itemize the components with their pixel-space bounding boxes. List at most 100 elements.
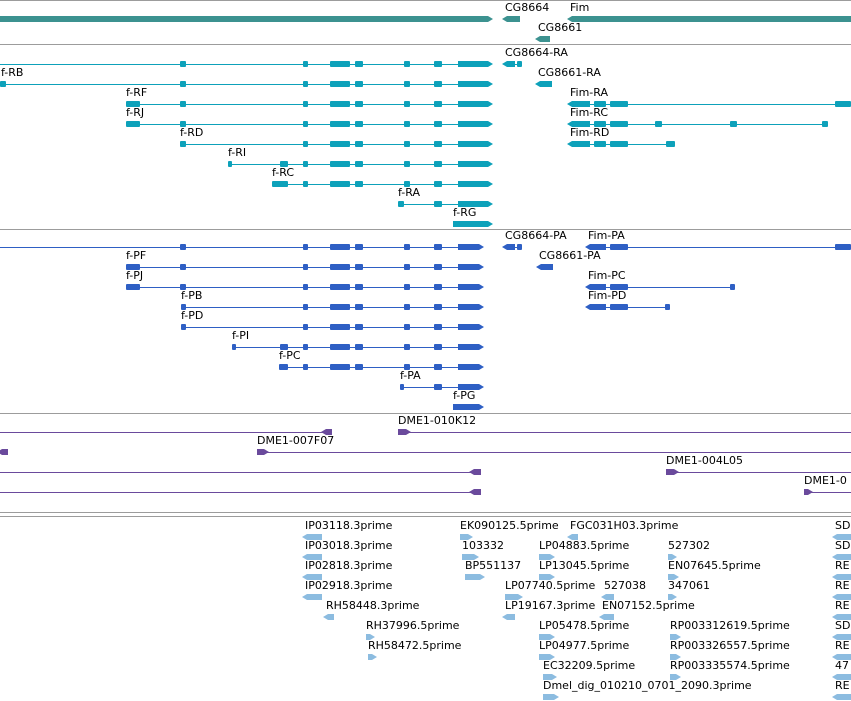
- feature-IP03118.3prime[interactable]: IP03118.3prime: [302, 519, 393, 540]
- feature-f-RF[interactable]: f-RF: [126, 86, 493, 107]
- feature-DME1-010K12[interactable]: DME1-010K12: [398, 414, 851, 435]
- feature-RH58472.5prime[interactable]: RH58472.5prime: [368, 639, 462, 660]
- feature-Fim-RA[interactable]: Fim-RA: [567, 86, 851, 107]
- feature-block: [355, 284, 363, 290]
- feature-LP04977.5prime[interactable]: LP04977.5prime: [539, 639, 630, 660]
- feature-unlabeled[interactable]: [0, 449, 8, 455]
- feature-label: FGC031H03.3prime: [570, 519, 679, 532]
- feature-block: [181, 324, 186, 330]
- feature-LP19167.3prime[interactable]: LP19167.3prime: [502, 599, 596, 620]
- feature-EK090125.5prime[interactable]: EK090125.5prime: [460, 519, 559, 540]
- feature-f-PJ[interactable]: f-PJ: [126, 269, 484, 290]
- feature-LP04883.5prime[interactable]: LP04883.5prime: [539, 539, 630, 560]
- feature-block: [832, 554, 851, 560]
- feature-label: DME1-0: [804, 474, 847, 487]
- feature-block: [666, 469, 679, 475]
- feature-f-RC[interactable]: f-RC: [272, 166, 493, 187]
- feature-block: [458, 324, 484, 330]
- feature-block: [330, 181, 350, 187]
- feature-LP05478.5prime[interactable]: LP05478.5prime: [539, 619, 630, 640]
- feature-RE[interactable]: RE: [832, 579, 851, 600]
- feature-RE[interactable]: RE: [832, 559, 851, 580]
- feature-block: [330, 161, 350, 167]
- feature-SD[interactable]: SD: [832, 519, 851, 540]
- feature-Fim-RD[interactable]: Fim-RD: [567, 126, 675, 147]
- feature-DME1-007F07[interactable]: DME1-007F07: [257, 434, 851, 455]
- feature-RE[interactable]: RE: [832, 679, 851, 700]
- feature-label: IP02918.3prime: [305, 579, 393, 592]
- feature-block: [330, 81, 350, 87]
- feature-IP02818.3prime[interactable]: IP02818.3prime: [302, 559, 393, 580]
- feature-f-RB[interactable]: f-RB: [0, 66, 493, 87]
- feature-block: [404, 324, 410, 330]
- feature-CG8664-RA[interactable]: CG8664-RA: [502, 46, 568, 67]
- feature-Fim-PC[interactable]: Fim-PC: [585, 269, 735, 290]
- feature-RH37996.5prime[interactable]: RH37996.5prime: [366, 619, 460, 640]
- feature-IP02918.3prime[interactable]: IP02918.3prime: [302, 579, 393, 600]
- feature-FGC031H03.3prime[interactable]: FGC031H03.3prime: [567, 519, 679, 540]
- feature-label: f-PI: [232, 329, 249, 342]
- feature-f-RG[interactable]: f-RG: [453, 206, 493, 227]
- feature-block: [458, 121, 493, 127]
- feature-347061[interactable]: 347061: [668, 579, 710, 600]
- feature-block: [180, 141, 186, 147]
- feature-block: [434, 324, 442, 330]
- feature-RP003312619.5prime[interactable]: RP003312619.5prime: [670, 619, 790, 640]
- feature-IP03018.3prime[interactable]: IP03018.3prime: [302, 539, 393, 560]
- feature-CG8661-PA[interactable]: CG8661-PA: [536, 249, 601, 270]
- feature-f-PC[interactable]: f-PC: [279, 349, 484, 370]
- feature-RP003326557.5prime[interactable]: RP003326557.5prime: [670, 639, 790, 660]
- feature-EC32209.5prime[interactable]: EC32209.5prime: [543, 659, 635, 680]
- feature-BP551137[interactable]: BP551137: [465, 559, 521, 580]
- feature-RE[interactable]: RE: [832, 599, 851, 620]
- feature-unlabeled[interactable]: [0, 469, 481, 475]
- feature-EN07645.5prime[interactable]: EN07645.5prime: [668, 559, 761, 580]
- feature-label: SD: [835, 519, 850, 532]
- feature-LP13045.5prime[interactable]: LP13045.5prime: [539, 559, 630, 580]
- feature-Dmel_dig_010210_0701_2090.3prime[interactable]: Dmel_dig_010210_0701_2090.3prime: [543, 679, 752, 700]
- feature-Fim-PD[interactable]: Fim-PD: [585, 289, 670, 310]
- feature-unlabeled[interactable]: [0, 489, 481, 495]
- feature-DME1-004L05[interactable]: DME1-004L05: [666, 454, 851, 475]
- feature-SD[interactable]: SD: [832, 539, 851, 560]
- feature-f-PA[interactable]: f-PA: [400, 369, 484, 390]
- feature-Fim-RC[interactable]: Fim-RC: [567, 106, 828, 127]
- feature-47[interactable]: 47: [832, 659, 851, 680]
- feature-label: RE: [835, 599, 850, 612]
- feature-RE[interactable]: RE: [832, 639, 851, 660]
- feature-block: [303, 81, 308, 87]
- feature-EN07152.5prime[interactable]: EN07152.5prime: [599, 599, 695, 620]
- feature-Fim-PA[interactable]: Fim-PA: [585, 229, 851, 250]
- feature-unlabeled[interactable]: [0, 244, 484, 250]
- feature-CG8664[interactable]: CG8664: [502, 1, 549, 22]
- feature-f-RA[interactable]: f-RA: [398, 186, 493, 207]
- feature-f-PG[interactable]: f-PG: [453, 389, 484, 410]
- feature-label: LP13045.5prime: [539, 559, 630, 572]
- feature-527302[interactable]: 527302: [668, 539, 710, 560]
- feature-label: RP003326557.5prime: [670, 639, 790, 652]
- feature-f-RJ[interactable]: f-RJ: [126, 106, 493, 127]
- feature-unlabeled[interactable]: [0, 16, 493, 22]
- feature-unlabeled[interactable]: [0, 429, 332, 435]
- feature-LP07740.5prime[interactable]: LP07740.5prime: [505, 579, 596, 600]
- feature-f-PF[interactable]: f-PF: [126, 249, 484, 270]
- feature-block: [832, 574, 851, 580]
- feature-CG8664-PA[interactable]: CG8664-PA: [502, 229, 567, 250]
- feature-527038[interactable]: 527038: [601, 579, 646, 600]
- feature-unlabeled[interactable]: [0, 61, 493, 67]
- feature-f-PD[interactable]: f-PD: [181, 309, 484, 330]
- feature-f-RD[interactable]: f-RD: [180, 126, 493, 147]
- feature-f-PI[interactable]: f-PI: [232, 329, 484, 350]
- feature-label: f-PA: [400, 369, 421, 382]
- feature-DME1-0[interactable]: DME1-0: [804, 474, 851, 495]
- feature-SD[interactable]: SD: [832, 619, 851, 640]
- feature-CG8661[interactable]: CG8661: [535, 21, 582, 42]
- feature-label: f-RG: [453, 206, 476, 219]
- feature-CG8661-RA[interactable]: CG8661-RA: [535, 66, 601, 87]
- feature-f-RI[interactable]: f-RI: [228, 146, 493, 167]
- feature-RH58448.3prime[interactable]: RH58448.3prime: [323, 599, 420, 620]
- feature-103332[interactable]: 103332: [462, 539, 504, 560]
- feature-Fim[interactable]: Fim: [567, 1, 851, 22]
- feature-RP003335574.5prime[interactable]: RP003335574.5prime: [670, 659, 790, 680]
- feature-f-PB[interactable]: f-PB: [181, 289, 484, 310]
